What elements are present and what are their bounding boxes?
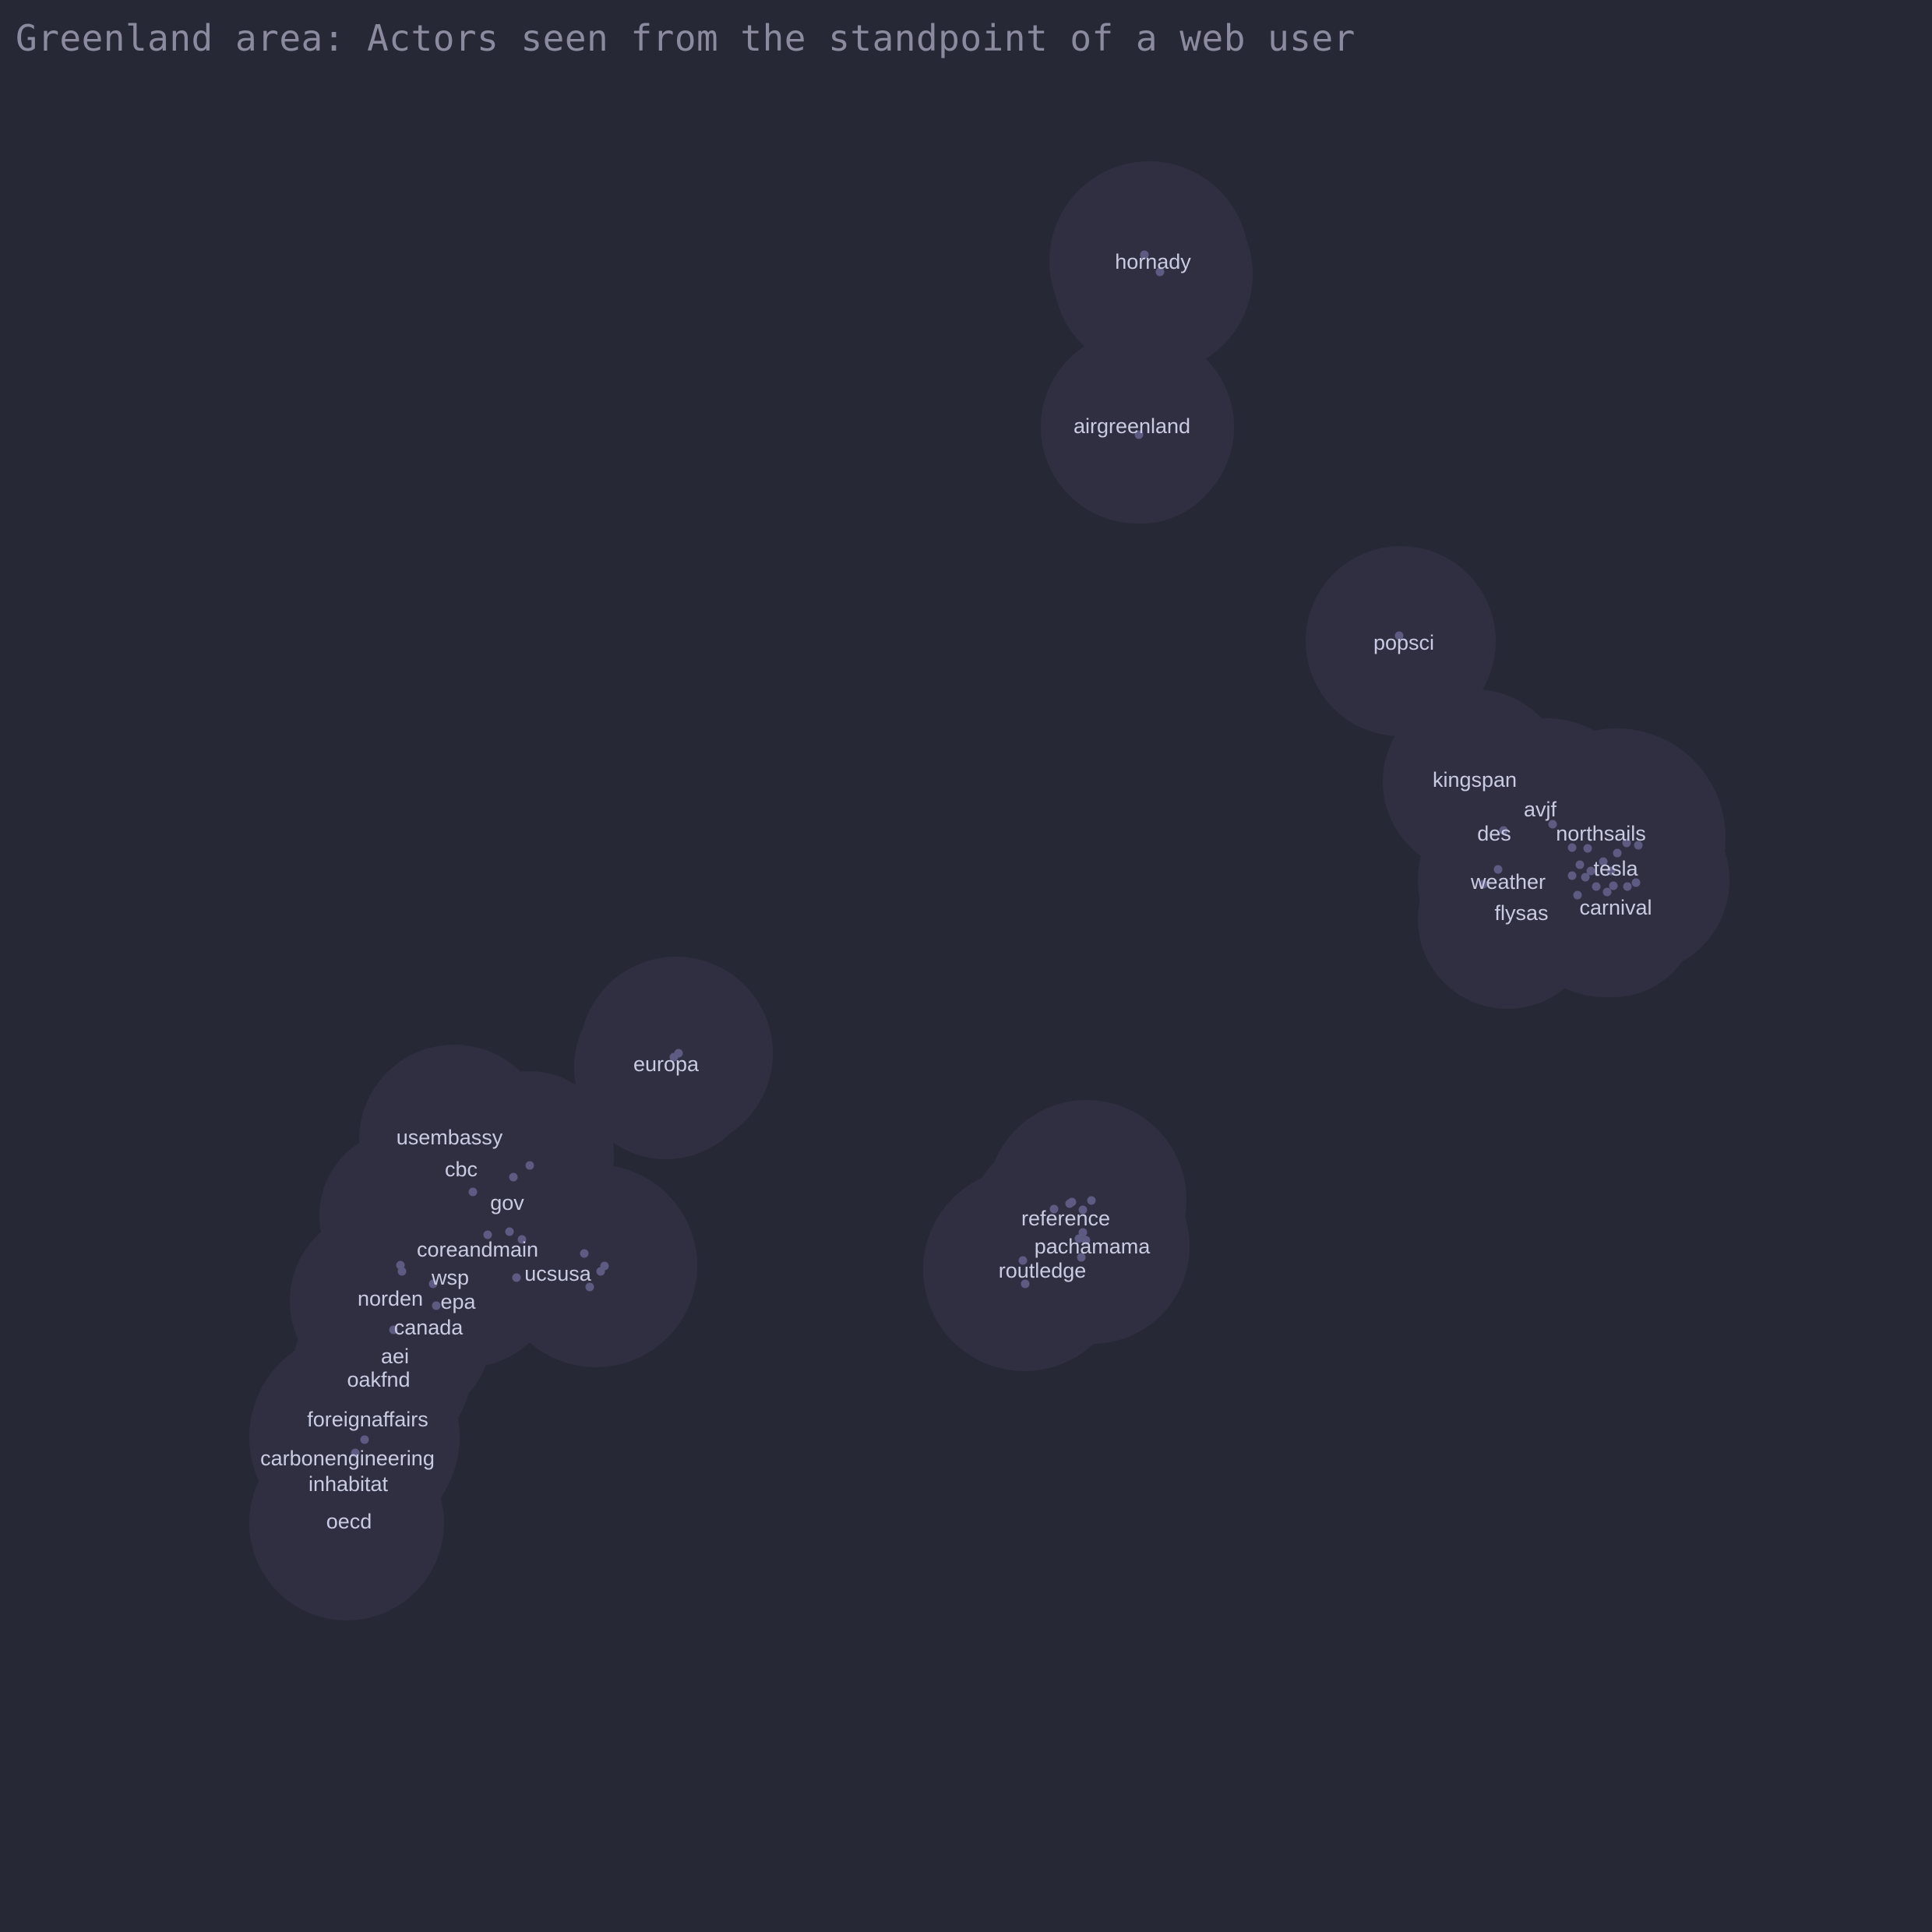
node-label-gov: gov bbox=[490, 1191, 524, 1215]
node-dot bbox=[1155, 267, 1165, 277]
node-dot bbox=[1077, 1253, 1086, 1262]
node-dot bbox=[1049, 1204, 1059, 1214]
node-dot bbox=[1548, 820, 1557, 829]
node-dot bbox=[389, 1325, 398, 1334]
node-dot bbox=[525, 1161, 534, 1170]
node-labels: hornady airgreenland popsci kingspan avjfdes… bbox=[260, 250, 1652, 1533]
node-dot bbox=[1499, 826, 1508, 835]
node-dot bbox=[483, 1230, 492, 1239]
hornady-cluster-area bbox=[1053, 175, 1253, 374]
node-label-kingspan: kingspan bbox=[1433, 768, 1517, 791]
node-dot bbox=[596, 1267, 605, 1276]
node-dot bbox=[1583, 844, 1592, 853]
node-label-flysas: flysas bbox=[1494, 901, 1548, 925]
popsci-cluster-area bbox=[1306, 546, 1496, 736]
node-dot bbox=[351, 1448, 360, 1458]
node-dot bbox=[1067, 1197, 1077, 1207]
node-label-airgreenland: airgreenland bbox=[1074, 414, 1190, 438]
europa-cluster-area bbox=[574, 975, 758, 1159]
node-dot bbox=[1394, 631, 1404, 640]
node-dot bbox=[1479, 880, 1488, 889]
node-dot bbox=[1609, 881, 1618, 890]
node-dot bbox=[1134, 430, 1144, 439]
node-label-canada: canada bbox=[394, 1316, 464, 1339]
node-label-ucsusa: ucsusa bbox=[524, 1262, 592, 1285]
node-dot bbox=[1581, 873, 1590, 882]
node-label-aei: aei bbox=[381, 1345, 409, 1368]
page-title: Greenland area: Actors seen from the sta… bbox=[16, 17, 1356, 59]
node-label-epa: epa bbox=[440, 1290, 476, 1313]
node-dot bbox=[1078, 1228, 1088, 1237]
node-dot bbox=[1622, 838, 1631, 848]
node-label-northsails: northsails bbox=[1556, 822, 1646, 845]
node-label-inhabitat: inhabitat bbox=[308, 1472, 389, 1496]
node-dot bbox=[1567, 843, 1577, 852]
node-dots bbox=[351, 250, 1643, 1458]
node-dot bbox=[1586, 866, 1595, 876]
node-dot bbox=[1623, 882, 1632, 891]
node-dot bbox=[509, 1172, 518, 1182]
node-dot bbox=[1078, 1205, 1088, 1215]
node-label-wsp: wsp bbox=[431, 1266, 469, 1289]
node-dot bbox=[1631, 878, 1641, 887]
node-label-oecd: oecd bbox=[326, 1510, 372, 1533]
node-dot bbox=[1573, 890, 1582, 900]
node-label-europa: europa bbox=[633, 1052, 700, 1076]
node-dot bbox=[360, 1435, 369, 1444]
node-dot bbox=[1575, 860, 1585, 869]
usembassy-cluster-area bbox=[249, 1426, 444, 1620]
node-label-popsci: popsci bbox=[1373, 631, 1434, 654]
node-dot bbox=[432, 1301, 441, 1310]
node-dot bbox=[397, 1267, 407, 1276]
node-label-oakfnd: oakfnd bbox=[347, 1368, 410, 1391]
node-label-reference: reference bbox=[1021, 1207, 1110, 1230]
node-label-tesla: tesla bbox=[1593, 857, 1638, 880]
node-label-avjf: avjf bbox=[1524, 798, 1557, 821]
node-label-routledge: routledge bbox=[999, 1259, 1087, 1282]
node-dot bbox=[1081, 1236, 1091, 1245]
node-dot bbox=[468, 1187, 478, 1197]
node-dot bbox=[517, 1235, 527, 1244]
node-dot bbox=[669, 1052, 679, 1062]
node-dot bbox=[1599, 857, 1608, 866]
node-label-des: des bbox=[1477, 822, 1511, 845]
node-dot bbox=[1074, 1234, 1084, 1243]
node-dot bbox=[585, 1282, 594, 1292]
node-label-coreandmain: coreandmain bbox=[417, 1238, 538, 1261]
node-label-carbonengineering: carbonengineering bbox=[260, 1447, 435, 1470]
node-label-pachamama: pachamama bbox=[1035, 1235, 1151, 1258]
node-dot bbox=[1018, 1256, 1028, 1265]
node-label-norden: norden bbox=[358, 1287, 423, 1310]
node-dot bbox=[1021, 1279, 1030, 1289]
node-dot bbox=[512, 1273, 521, 1282]
node-dot bbox=[1140, 250, 1149, 259]
node-dot bbox=[428, 1279, 438, 1289]
node-dot bbox=[1606, 866, 1616, 876]
node-label-hornady: hornady bbox=[1115, 250, 1191, 273]
node-dot bbox=[1592, 882, 1601, 891]
usembassy-cluster-area bbox=[319, 1250, 491, 1422]
node-label-usembassy: usembassy bbox=[397, 1126, 503, 1149]
node-label-cbc: cbc bbox=[445, 1158, 478, 1181]
node-dot bbox=[505, 1227, 514, 1236]
node-label-weather: weather bbox=[1470, 870, 1546, 894]
node-dot bbox=[1602, 887, 1612, 897]
node-label-carnival: carnival bbox=[1579, 896, 1652, 919]
node-dot bbox=[1613, 848, 1622, 858]
node-label-foreignaffairs: foreignaffairs bbox=[307, 1408, 428, 1431]
node-dot bbox=[1567, 871, 1577, 880]
node-dot bbox=[580, 1249, 589, 1258]
node-dot bbox=[1493, 865, 1503, 874]
node-dot bbox=[1634, 841, 1643, 850]
northsails-cluster-area bbox=[1527, 826, 1698, 997]
node-dot bbox=[1087, 1196, 1096, 1205]
reference-cluster-area bbox=[968, 1135, 1151, 1319]
